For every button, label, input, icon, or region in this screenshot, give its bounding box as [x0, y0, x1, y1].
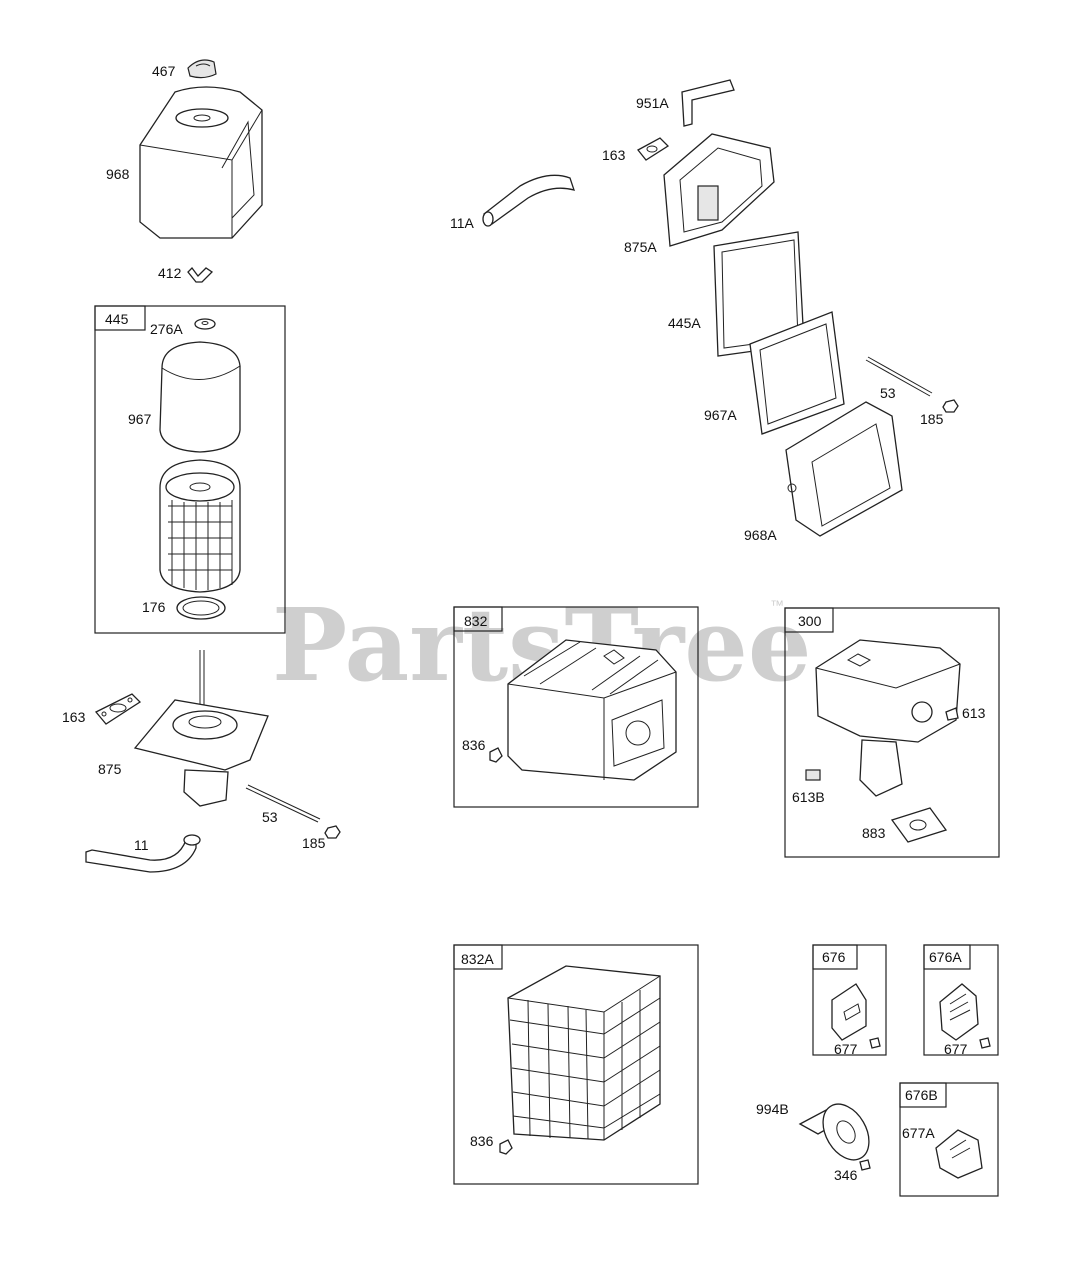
part-676B-cap-drawing[interactable]: [935, 1129, 983, 1179]
part-label-875A[interactable]: 875A: [624, 239, 657, 255]
part-883-gasket-drawing[interactable]: [890, 807, 948, 843]
part-467-knob-drawing[interactable]: [187, 59, 217, 79]
part-label-968A[interactable]: 968A: [744, 527, 777, 543]
part-875A-base-drawing[interactable]: [663, 133, 775, 247]
kit-tag-676A: [923, 944, 971, 970]
part-185-nut-left-drawing[interactable]: [324, 825, 341, 839]
part-label-613B[interactable]: 613B: [792, 789, 825, 805]
part-412-wingnut-drawing[interactable]: [187, 267, 214, 283]
part-label-677-676A[interactable]: 677: [944, 1041, 968, 1057]
part-label-967A[interactable]: 967A: [704, 407, 737, 423]
part-163-gasket-right-drawing[interactable]: [637, 137, 670, 161]
part-label-467[interactable]: 467: [152, 63, 176, 79]
kit-tag-676: [812, 944, 858, 970]
part-300-cleaner-drawing[interactable]: [815, 639, 961, 797]
part-label-445A[interactable]: 445A: [668, 315, 701, 331]
kit-label-676B[interactable]: 676B: [905, 1087, 938, 1103]
part-filter-cartridge-drawing[interactable]: [159, 459, 241, 593]
part-label-176[interactable]: 176: [142, 599, 166, 615]
part-label-836-832[interactable]: 836: [462, 737, 486, 753]
part-label-412[interactable]: 412: [158, 265, 182, 281]
part-677-screw-676A-drawing[interactable]: [979, 1037, 991, 1049]
part-836-bolt-832-drawing[interactable]: [489, 747, 503, 763]
watermark-trademark: ™: [770, 597, 784, 613]
part-11A-hose-drawing[interactable]: [482, 174, 576, 227]
kit-tag-832: [453, 606, 503, 632]
part-836-bolt-832A-drawing[interactable]: [499, 1139, 513, 1155]
part-label-613[interactable]: 613: [962, 705, 986, 721]
part-label-677A[interactable]: 677A: [902, 1125, 935, 1141]
part-label-346[interactable]: 346: [834, 1167, 858, 1183]
part-label-163-left[interactable]: 163: [62, 709, 86, 725]
kit-box-445: [94, 305, 286, 634]
part-53-stud-left-drawing[interactable]: [245, 784, 321, 823]
part-613B-fitting-drawing[interactable]: [805, 769, 821, 781]
part-label-836-832A[interactable]: 836: [470, 1133, 494, 1149]
part-276A-washer-drawing[interactable]: [194, 318, 216, 330]
kit-tag-445: [94, 305, 146, 331]
part-label-163-right[interactable]: 163: [602, 147, 626, 163]
part-676A-cap-drawing[interactable]: [939, 983, 979, 1041]
part-label-185-left[interactable]: 185: [302, 835, 326, 851]
part-label-11A[interactable]: 11A: [450, 215, 475, 231]
part-185-nut-right-drawing[interactable]: [942, 399, 959, 413]
part-label-11[interactable]: 11: [134, 837, 149, 853]
part-label-875[interactable]: 875: [98, 761, 122, 777]
kit-box-832A: [453, 944, 699, 1185]
part-967-precleaner-drawing[interactable]: [159, 341, 241, 453]
part-label-883[interactable]: 883: [862, 825, 886, 841]
part-label-968[interactable]: 968: [106, 166, 130, 182]
part-label-185-right[interactable]: 185: [920, 411, 944, 427]
part-968-cover-drawing[interactable]: [139, 86, 263, 239]
kit-tag-300: [784, 607, 834, 633]
part-613-plug-drawing[interactable]: [945, 707, 959, 721]
part-label-677-676[interactable]: 677: [834, 1041, 858, 1057]
part-label-53-left[interactable]: 53: [262, 809, 278, 825]
part-832A-cage-drawing[interactable]: [507, 965, 661, 1141]
kit-label-676A[interactable]: 676A: [929, 949, 962, 965]
kit-label-300[interactable]: 300: [798, 613, 822, 629]
part-163-gasket-left-drawing[interactable]: [94, 693, 142, 725]
kit-label-832[interactable]: 832: [464, 613, 488, 629]
part-11-hose-drawing[interactable]: [85, 834, 201, 873]
part-968A-cover-drawing[interactable]: [785, 401, 903, 537]
kit-box-676B: [899, 1082, 999, 1197]
part-832-shroud-drawing[interactable]: [507, 639, 677, 781]
kit-label-676[interactable]: 676: [822, 949, 846, 965]
part-label-967[interactable]: 967: [128, 411, 152, 427]
part-label-994B[interactable]: 994B: [756, 1101, 789, 1117]
part-967A-gasket-drawing[interactable]: [749, 311, 845, 435]
part-676-cap-drawing[interactable]: [831, 983, 867, 1041]
part-346-screw-drawing[interactable]: [859, 1159, 871, 1171]
kit-label-445[interactable]: 445: [105, 311, 129, 327]
kit-box-832: [453, 606, 699, 808]
part-994B-elbow-drawing[interactable]: [798, 1096, 878, 1168]
part-875-base-drawing[interactable]: [133, 650, 269, 807]
part-53-stud-right-drawing[interactable]: [865, 356, 933, 397]
part-677-screw-676-drawing[interactable]: [869, 1037, 881, 1049]
part-951A-lever-drawing[interactable]: [681, 79, 735, 127]
part-label-951A[interactable]: 951A: [636, 95, 669, 111]
part-label-276A[interactable]: 276A: [150, 321, 183, 337]
kit-tag-832A: [453, 944, 503, 970]
part-label-53-right[interactable]: 53: [880, 385, 896, 401]
kit-box-300: [784, 607, 1000, 858]
kit-label-832A[interactable]: 832A: [461, 951, 494, 967]
kit-tag-676B: [899, 1082, 947, 1108]
part-176-seal-drawing[interactable]: [176, 596, 226, 620]
